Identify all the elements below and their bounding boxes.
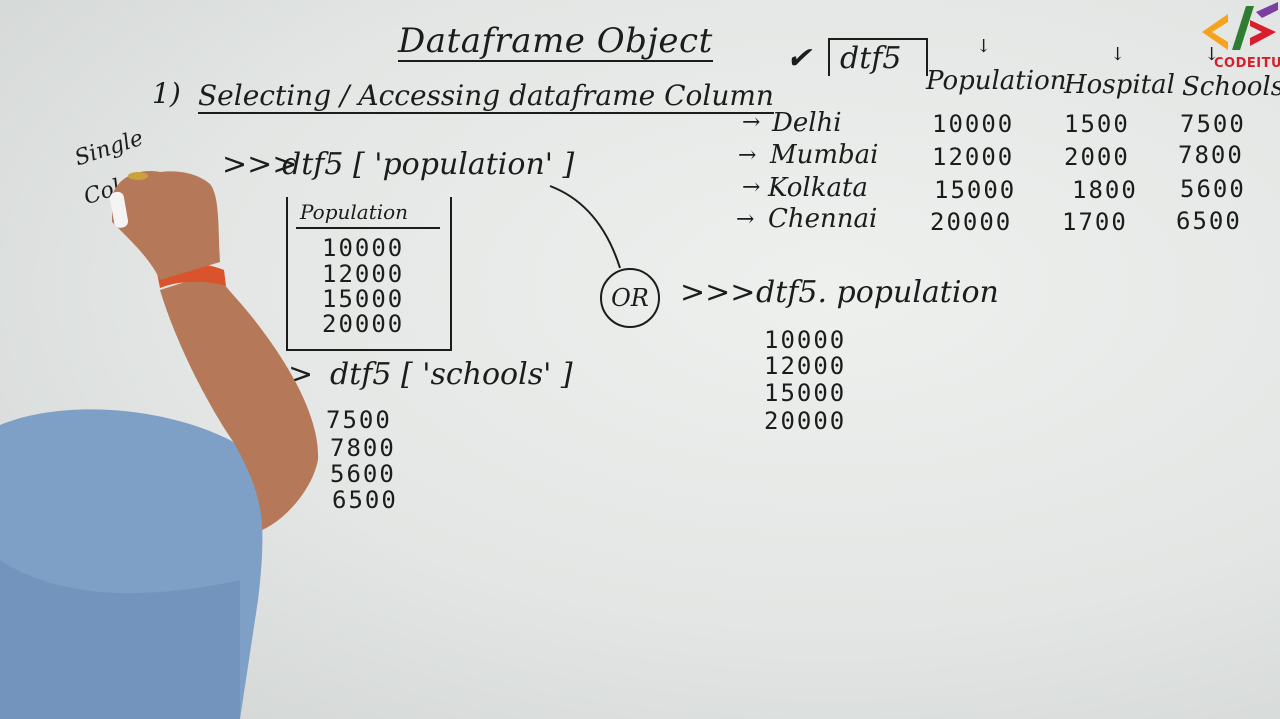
cell: 15000 bbox=[934, 176, 1017, 204]
board-title: Dataframe Object bbox=[398, 21, 713, 62]
output2-value-2: 5600 bbox=[330, 460, 396, 488]
example3-prompt: >>> bbox=[680, 275, 756, 310]
output3-value-1: 12000 bbox=[764, 352, 847, 380]
row-arrow-icon: → bbox=[742, 110, 761, 135]
output1-value-2: 15000 bbox=[322, 285, 405, 313]
column-header-population: Population bbox=[926, 66, 1067, 96]
row-index: Delhi bbox=[772, 108, 842, 138]
cell: 10000 bbox=[932, 110, 1015, 138]
arrow-down-icon: ↓ bbox=[1110, 44, 1126, 65]
output1-value-3: 20000 bbox=[322, 310, 405, 338]
output3-value-0: 10000 bbox=[764, 326, 847, 354]
cell: 6500 bbox=[1176, 207, 1242, 235]
cell: 12000 bbox=[932, 143, 1015, 171]
logo-text: CODEITUP bbox=[1214, 56, 1280, 71]
cell: 1800 bbox=[1072, 176, 1138, 204]
output2-value-0: 7500 bbox=[326, 406, 392, 434]
output2-value-1: 7800 bbox=[330, 434, 396, 462]
output3-value-3: 20000 bbox=[764, 407, 847, 435]
output1-value-0: 10000 bbox=[322, 234, 405, 262]
cell: 2000 bbox=[1064, 143, 1130, 171]
cell: 1700 bbox=[1062, 208, 1128, 236]
column-header-schools: Schools bbox=[1182, 72, 1280, 102]
dataframe-name: dtf5 bbox=[840, 41, 902, 76]
row-index: Kolkata bbox=[768, 173, 868, 203]
or-label: OR bbox=[611, 284, 649, 312]
arrow-down-icon: ↓ bbox=[1204, 44, 1220, 65]
or-circle: OR bbox=[600, 268, 660, 328]
section-number: 1) bbox=[152, 77, 181, 110]
output3-value-2: 15000 bbox=[764, 379, 847, 407]
arrow-down-icon: ↓ bbox=[976, 36, 992, 57]
row-arrow-icon: → bbox=[736, 207, 755, 232]
dataframe-name-box bbox=[828, 38, 928, 76]
cell: 1500 bbox=[1064, 110, 1130, 138]
codeitup-logo bbox=[1202, 2, 1278, 50]
row-arrow-icon: → bbox=[738, 143, 757, 168]
example2-code: dtf5 [ 'schools' ] bbox=[330, 357, 573, 392]
row-arrow-icon: → bbox=[742, 175, 761, 200]
cell: 20000 bbox=[930, 208, 1013, 236]
output1-value-1: 12000 bbox=[322, 260, 405, 288]
cell: 7500 bbox=[1180, 110, 1246, 138]
section-heading: Selecting / Accessing dataframe Column bbox=[198, 79, 774, 114]
output2-value-3: 6500 bbox=[332, 486, 398, 514]
example1-code: dtf5 [ 'population' ] bbox=[282, 147, 575, 182]
row-index: Chennai bbox=[768, 204, 878, 234]
cell: 5600 bbox=[1180, 175, 1246, 203]
column-header-hospital: Hospital bbox=[1064, 70, 1175, 100]
example1-prompt: >>> bbox=[222, 147, 298, 182]
example3-code: dtf5. population bbox=[756, 275, 999, 310]
row-index: Mumbai bbox=[770, 140, 879, 170]
check-mark: ✔ bbox=[786, 41, 812, 76]
example2-prompt: > bbox=[288, 357, 314, 392]
output-header: Population bbox=[300, 200, 409, 224]
cell: 7800 bbox=[1178, 141, 1244, 169]
